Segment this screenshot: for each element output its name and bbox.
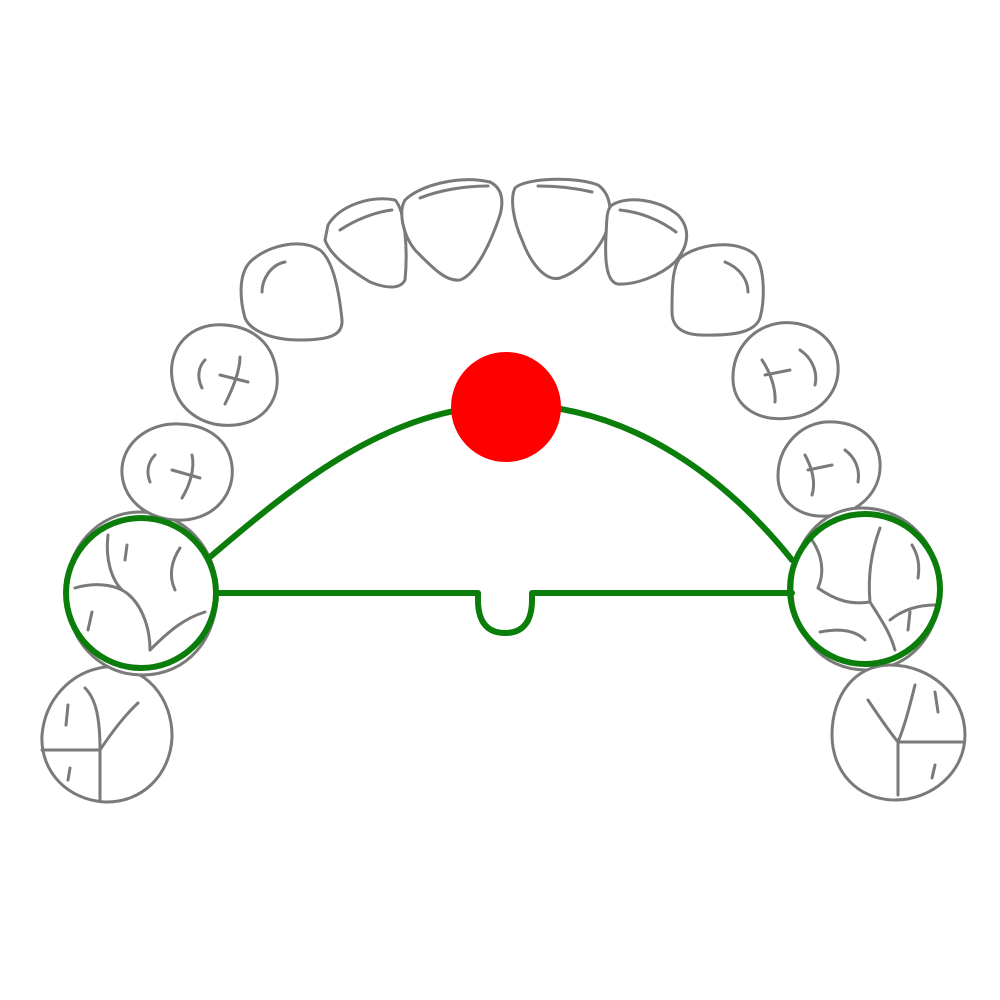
palatal-marker-dot [451,352,561,462]
tooth-right-second-molar [832,665,965,800]
tooth-left-first-premolar [172,325,278,426]
tooth-left-canine [241,244,342,340]
tooth-left-second-premolar [122,424,232,520]
tooth-left-second-molar [42,667,172,802]
tooth-right-canine [672,245,763,335]
tooth-right-second-premolar [778,422,880,516]
tooth-right-first-premolar [733,323,838,419]
tooth-left-lateral-incisor [325,199,406,287]
tooth-right-central-incisor [513,179,610,278]
tooth-left-central-incisor [402,180,502,280]
transpalatal-bar-with-omega-loop [216,593,792,633]
